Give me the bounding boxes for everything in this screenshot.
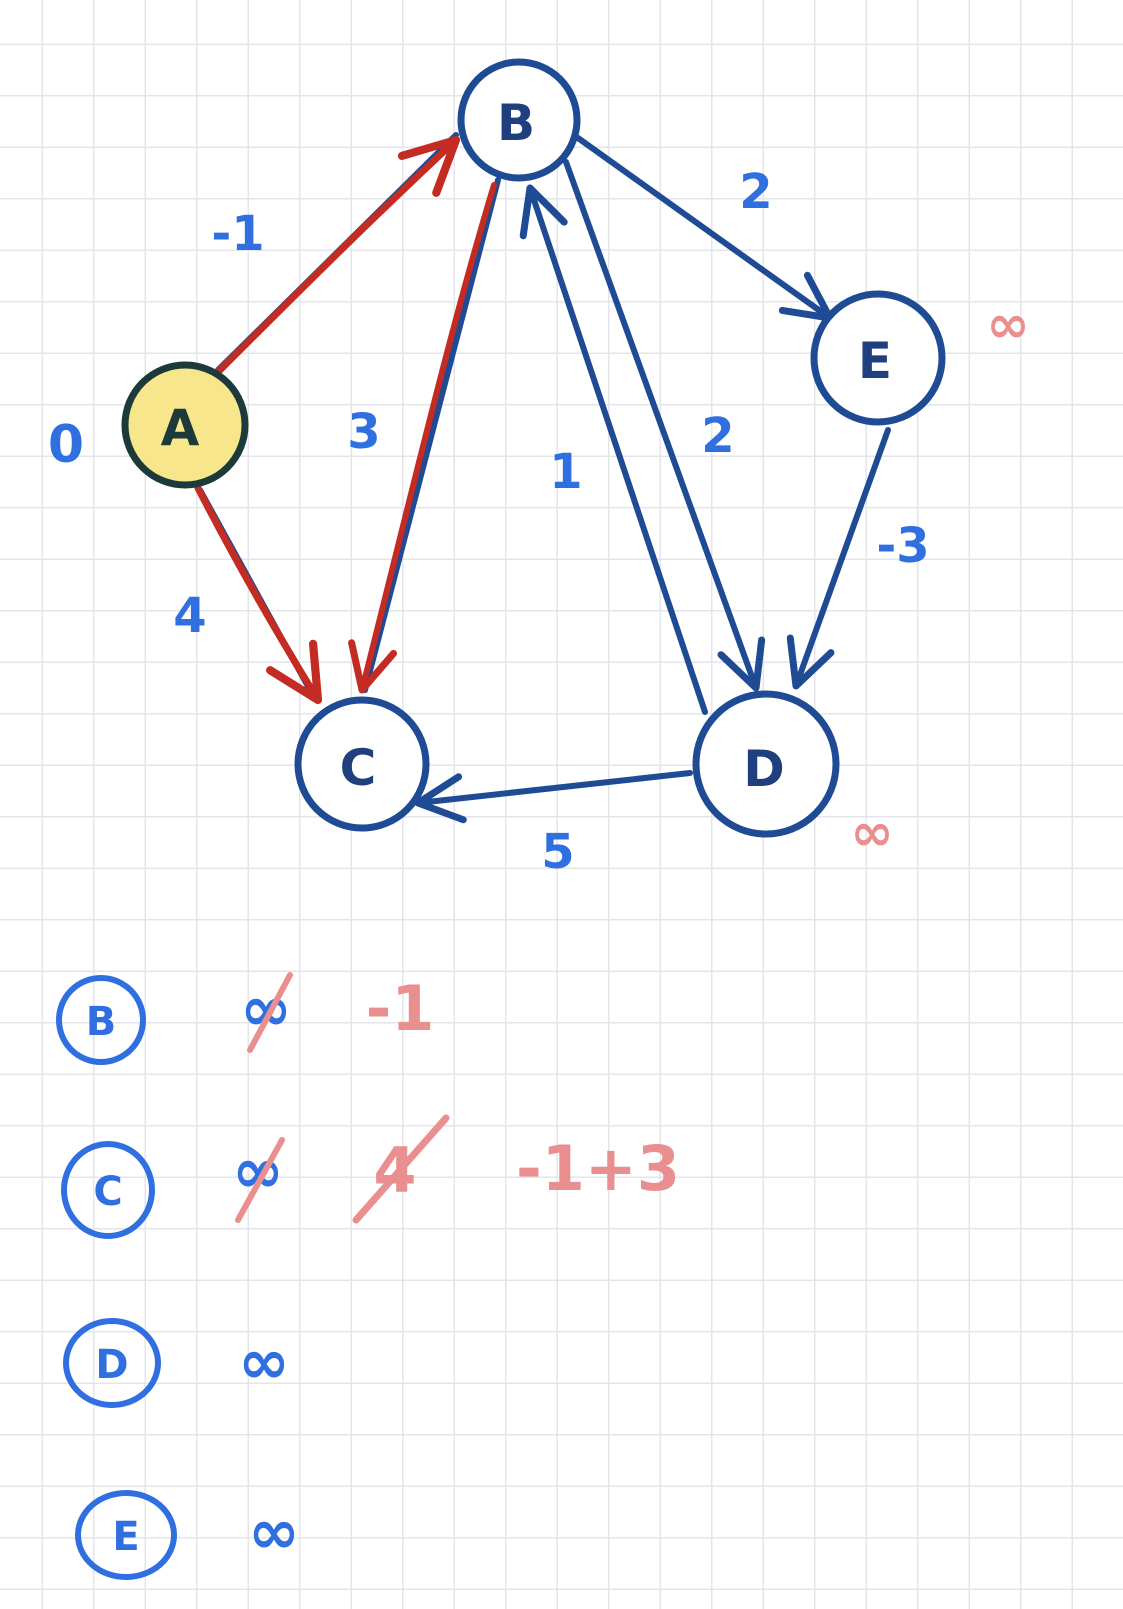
table-c-value-1-strike [235,1137,285,1223]
table-d-value-1: ∞ [238,1325,290,1398]
edge-b-c-relaxed [348,182,497,694]
node-a-circle [121,361,249,489]
node-c-label: C [340,739,377,797]
node-b-circle [457,58,581,182]
relaxed-edges-layer [194,135,497,705]
node-e: E [810,290,946,426]
table-e-value-1: ∞ [248,1495,300,1568]
distance-d: ∞ [850,803,893,863]
table-key-e-circle [75,1490,177,1580]
node-a: A [121,361,249,489]
table-b-value-2: -1 [366,972,435,1045]
table-row-c: C ∞ 4 -1+3 [61,1114,680,1239]
weight-d-b: 1 [549,444,582,500]
distance-e: ∞ [986,295,1029,355]
edge-b-d [563,159,766,692]
weight-b-e: 2 [739,164,772,220]
distance-a: 0 [48,415,84,475]
edge-d-b [519,184,708,715]
weight-e-d: -3 [876,518,929,574]
table-row-b: B ∞ -1 [56,972,435,1065]
table-key-d-circle [63,1318,161,1408]
edge-d-c [414,770,693,824]
distance-table: B ∞ -1 C ∞ 4 -1+3 D ∞ [56,972,680,1580]
table-key-c: C [93,1169,122,1215]
weight-a-b: -1 [211,206,264,262]
table-row-e: E ∞ [75,1490,300,1580]
table-c-value-3: -1+3 [516,1132,680,1205]
table-b-value-1-strike [247,972,293,1053]
weight-b-d: 2 [701,408,734,464]
node-d-circle [692,690,840,838]
edge-e-d [786,427,891,690]
node-e-circle [810,290,946,426]
table-key-e: E [112,1514,139,1560]
edge-weights-layer: -1 4 3 1 2 2 -3 5 [173,164,929,880]
node-distance-layer: 0 ∞ ∞ [48,295,1030,863]
node-c-circle [294,696,430,832]
node-e-label: E [858,332,892,390]
weight-b-c: 3 [347,404,380,460]
node-b-label: B [497,94,535,152]
nodes-layer: A B C D E [121,58,946,838]
weight-a-c: 4 [173,588,206,644]
edge-a-c-relaxed [194,484,323,705]
edge-b-c-base [362,177,501,693]
edge-a-b-relaxed [211,135,461,379]
table-key-b: B [86,999,117,1045]
table-c-value-2-strike [352,1114,450,1224]
table-row-d: D ∞ [63,1318,290,1408]
node-a-label: A [161,399,200,457]
edge-b-e [575,135,834,322]
table-key-c-circle [61,1141,155,1239]
node-d-label: D [743,740,785,798]
weight-d-c: 5 [541,824,574,880]
table-key-d: D [95,1342,128,1388]
table-key-b-circle [56,975,146,1065]
node-c: C [294,696,430,832]
node-b: B [457,58,581,182]
node-d: D [692,690,840,838]
